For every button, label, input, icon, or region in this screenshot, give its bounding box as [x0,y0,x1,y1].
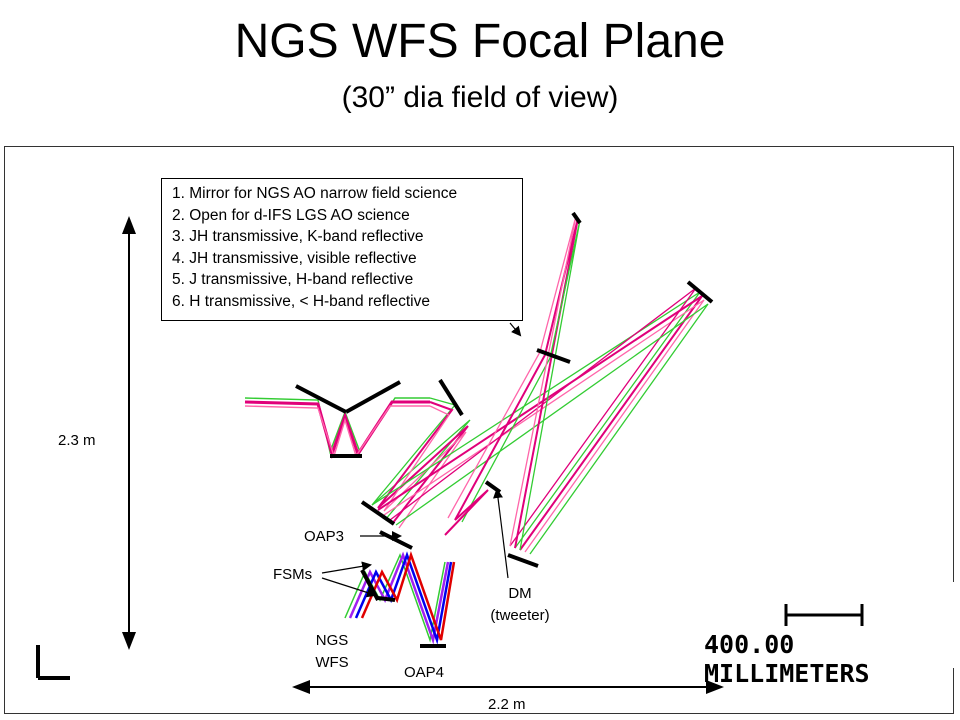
diagram-frame [4,146,954,714]
scale-bar-panel [686,582,956,668]
legend-item: 6. H transmissive, < H-band reflective [172,292,430,310]
dm-label-line1: DM [508,585,532,602]
ngs-wfs-label: NGS WFS [312,632,352,672]
legend-item: 5. J transmissive, H-band reflective [172,271,414,289]
page-subtitle: (30” dia field of view) [341,81,619,114]
legend-item: 4. JH transmissive, visible reflective [172,249,417,267]
scale-bar [784,604,864,626]
dimension-height-arrow [122,216,136,650]
dm-tweeter-label: DM (tweeter) [478,585,562,625]
legend-item: 3. JH transmissive, K-band reflective [172,228,424,246]
optic-elements [295,211,714,648]
page-title: NGS WFS Focal Plane [234,15,726,68]
width-dimension-label: 2.2 m [488,696,526,713]
fsms-label: FSMs [273,566,313,583]
scale-bar-label: 400.00 MILLIMETERS [704,630,870,688]
dichroic-options-legend: 1. Mirror for NGS AO narrow field scienc… [161,178,523,321]
dm-label-line2: (tweeter) [490,607,550,624]
wfs-beam-bundle [344,551,456,645]
oap4-label: OAP4 [404,664,445,681]
ngs-wfs-label-line2: WFS [315,654,349,671]
legend-item: 1. Mirror for NGS AO narrow field scienc… [172,185,458,202]
ngs-wfs-label-line1: NGS [315,632,349,649]
legend-item: 2. Open for d-IFS LGS AO science [172,206,410,224]
fold-beam-bundle [371,397,471,529]
height-dimension-label: 2.3 m [58,432,96,449]
axis-glyph [36,645,70,680]
callout-arrows [321,322,522,598]
oap3-label: OAP3 [304,528,345,545]
dimension-width-arrow [292,680,724,694]
